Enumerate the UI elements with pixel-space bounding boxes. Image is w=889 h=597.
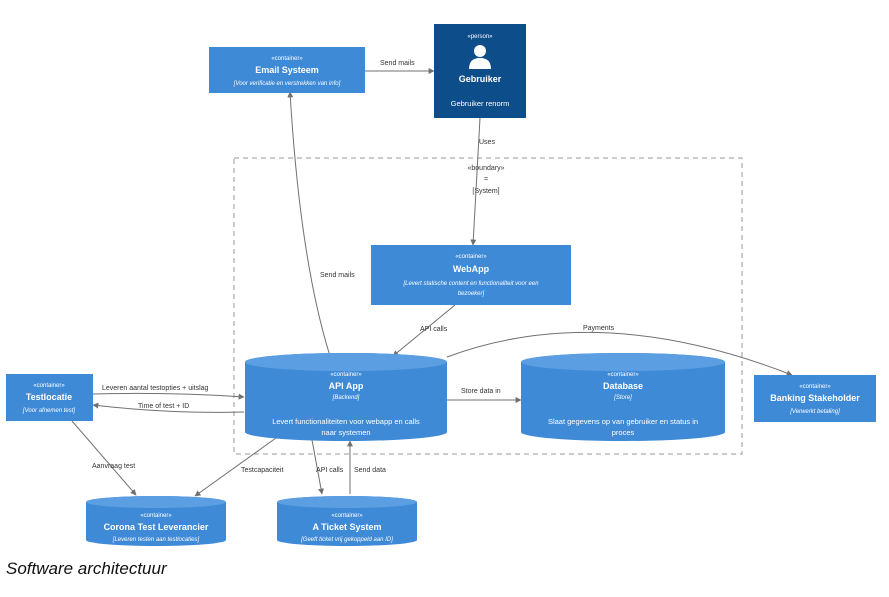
edge-webapp-to-api <box>392 304 456 357</box>
database-tech: [Store] <box>613 395 632 401</box>
edge-label-send-mails-top: Send mails <box>380 60 415 67</box>
database-title: Database <box>603 381 643 391</box>
webapp-tech-line1: [Levert statische content en functionali… <box>402 281 539 287</box>
database-desc-line2: proces <box>612 428 635 437</box>
edge-label-send-mails-api: Send mails <box>320 272 355 279</box>
edge-label-leveren: Leveren aantal testopties + uitslag <box>102 385 209 392</box>
edge-label-api-calls-ticket: API calls <box>316 467 344 474</box>
banking-stereotype: «container» <box>799 384 831 390</box>
corona-title: Corona Test Leverancier <box>104 522 209 532</box>
testlocatie-tech: [Voor afnemen test] <box>22 408 75 414</box>
edge-api-to-ticket <box>311 439 324 495</box>
email-stereotype: «container» <box>271 56 303 62</box>
api-app-container[interactable]: «container» API App [Backend] Levert fun… <box>245 353 447 441</box>
ticket-title: A Ticket System <box>312 522 381 532</box>
edge-testlocatie-to-corona <box>71 420 137 496</box>
gebruiker-person[interactable]: «person» Gebruiker Gebruiker renorm <box>434 24 526 118</box>
banking-stakeholder-container[interactable]: «container» Banking Stakeholder [Verwerk… <box>754 375 876 422</box>
boundary-type: [System] <box>472 188 499 195</box>
testlocatie-container[interactable]: «container» Testlocatie [Voor afnemen te… <box>6 374 93 421</box>
person-icon <box>469 45 491 69</box>
webapp-stereotype: «container» <box>455 254 487 260</box>
email-tech: [Voor verificatie en verstrekken van inf… <box>233 81 341 87</box>
database-desc-line1: Slaat gegevens op van gebruiker en statu… <box>548 417 698 426</box>
ticket-stereotype: «container» <box>331 513 363 519</box>
ticket-system-container[interactable]: «container» A Ticket System [Geeft ticke… <box>277 496 417 546</box>
database-stereotype: «container» <box>607 372 639 378</box>
boundary-stereotype: «boundary» <box>468 165 505 172</box>
corona-stereotype: «container» <box>140 513 172 519</box>
edge-label-aanvraag: Aanvraag test <box>92 463 135 470</box>
edge-api-to-testlocatie <box>92 402 245 413</box>
edge-api-to-email <box>287 91 331 357</box>
boundary-equals: = <box>484 176 488 183</box>
figure-caption: Software architectuur <box>6 559 167 578</box>
user-desc: Gebruiker renorm <box>451 99 510 108</box>
corona-test-leverancier-container[interactable]: «container» Corona Test Leverancier [Lev… <box>86 496 226 546</box>
edge-label-payments: Payments <box>583 325 615 332</box>
edge-testlocatie-to-api <box>92 392 245 400</box>
webapp-title: WebApp <box>453 264 490 274</box>
banking-title: Banking Stakeholder <box>770 393 860 403</box>
webapp-container[interactable]: «container» WebApp [Levert statische con… <box>371 245 571 305</box>
edge-label-time-of-test: Time of test + ID <box>138 403 189 410</box>
ticket-tech: [Geeft ticket vrij gekoppeld aan ID] <box>300 537 393 543</box>
api-desc-line1: Levert functionaliteiten voor webapp en … <box>272 417 420 426</box>
edge-user-to-webapp <box>470 117 481 246</box>
edge-api-to-corona <box>194 437 277 497</box>
edge-label-api-calls-web: API calls <box>420 326 448 333</box>
webapp-tech-line2: bezoeker] <box>458 291 485 297</box>
edge-label-testcapaciteit: Testcapaciteit <box>241 467 283 474</box>
edge-api-to-banking <box>446 331 793 376</box>
api-tech: [Backend] <box>332 395 360 401</box>
system-boundary <box>233 157 743 455</box>
testlocatie-stereotype: «container» <box>33 383 65 389</box>
api-desc-line2: naar systemen <box>321 428 370 437</box>
user-stereotype: «person» <box>467 34 493 40</box>
edge-label-store-data: Store data in <box>461 388 501 395</box>
api-title: API App <box>329 381 364 391</box>
testlocatie-title: Testlocatie <box>26 392 72 402</box>
banking-tech: [Verwerkt betaling] <box>789 409 840 415</box>
edge-label-send-data: Send data <box>354 467 386 474</box>
corona-tech: [Leveren testen aan testlocaties] <box>112 537 200 543</box>
api-stereotype: «container» <box>330 372 362 378</box>
edge-label-uses: Uses <box>479 139 495 146</box>
email-title: Email Systeem <box>255 65 319 75</box>
email-systeem-container[interactable]: «container» Email Systeem [Voor verifica… <box>209 47 365 93</box>
database-container[interactable]: «container» Database [Store] Slaat gegev… <box>521 353 725 441</box>
user-title: Gebruiker <box>459 74 502 84</box>
